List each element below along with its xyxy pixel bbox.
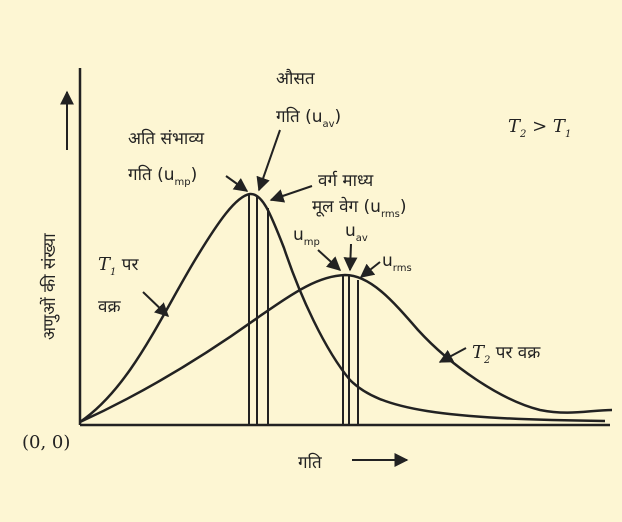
rms-speed-label-line2: मूल वेग (urms) xyxy=(312,196,406,220)
T1-curve-label-line1: T1 पर xyxy=(98,254,139,278)
origin-label: (0, 0) xyxy=(22,432,70,453)
T1-curve-arrow xyxy=(142,291,170,317)
x-axis-label: गति xyxy=(298,452,322,473)
T2-ump-arrow xyxy=(317,249,342,271)
T2-urms-arrow xyxy=(359,261,381,278)
T2-ump-label: ump xyxy=(293,225,320,248)
T2-curve-arrow xyxy=(438,347,467,363)
mp-speed-label-line1: अति संभाव्य xyxy=(128,128,204,149)
T2-curve xyxy=(79,273,613,424)
avg-speed-label-line2: गति (uav) xyxy=(276,106,341,130)
rms-speed-label-line1: वर्ग माध्य xyxy=(318,170,374,191)
avg-speed-arrow xyxy=(256,129,281,192)
T1-curve-label-line2: वक्र xyxy=(98,297,121,317)
T2-uav-arrow xyxy=(343,243,358,272)
mp-speed-arrow xyxy=(225,175,249,192)
avg-speed-label-line1: औसत xyxy=(276,68,315,89)
T2-uav-label: uav xyxy=(345,221,368,244)
T1-curve xyxy=(79,192,606,424)
mp-speed-label-line2: गति (ump) xyxy=(128,164,197,188)
T2-curve-label: T2 पर वक्र xyxy=(472,342,541,366)
T2-urms-label: urms xyxy=(382,251,412,274)
y-axis-label: अणुओं की संख्या xyxy=(39,233,60,340)
temperature-relation: T2 > T1 xyxy=(508,116,571,140)
rms-speed-arrow xyxy=(269,185,313,203)
